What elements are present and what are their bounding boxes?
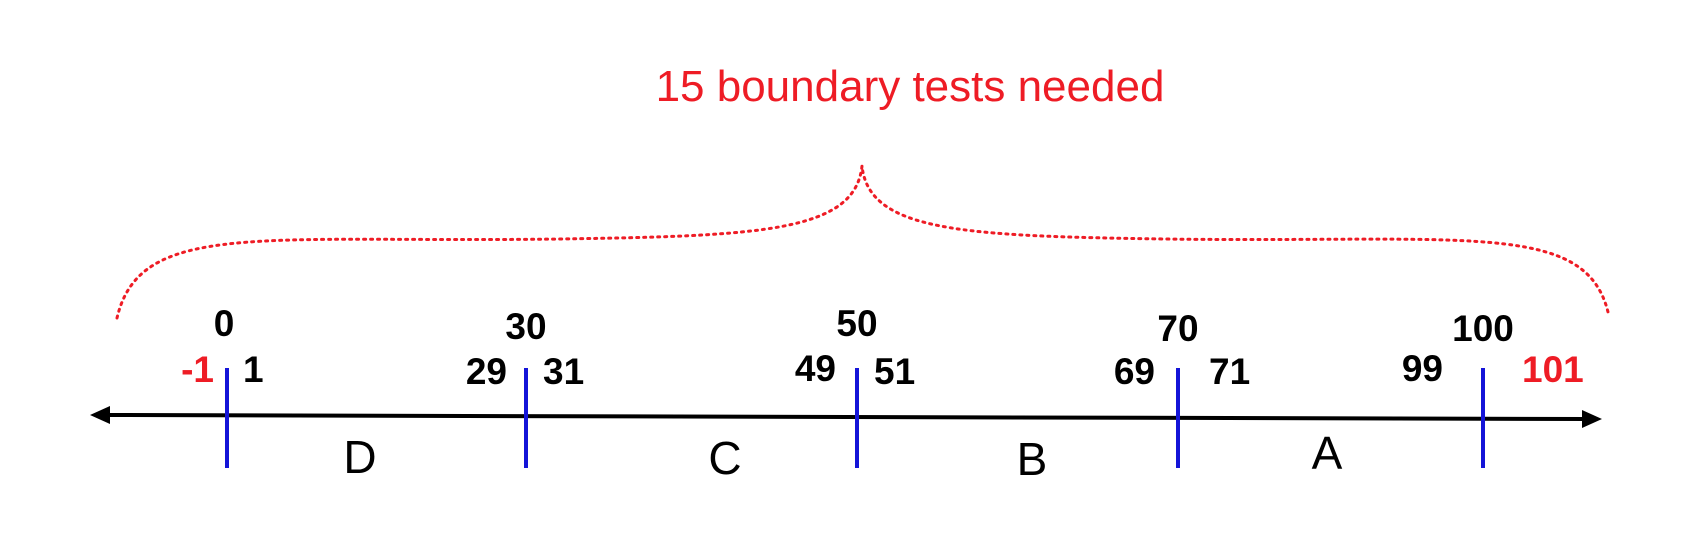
number-line [104,413,1586,421]
partition-label-c: C [708,432,741,484]
value-69: 69 [1114,351,1155,392]
value-29: 29 [466,351,507,392]
value-101: 101 [1522,349,1584,390]
partition-labels: D C B A [343,427,1342,485]
value-71: 71 [1209,351,1250,392]
value-49: 49 [795,348,836,389]
partition-label-d: D [343,431,376,483]
value-99: 99 [1402,348,1443,389]
boundary-value-70: 70 [1157,308,1198,349]
boundary-values: 0 30 50 70 100 [214,303,1514,349]
boundary-value-100: 100 [1452,308,1514,349]
boundary-value-30: 30 [505,306,546,347]
boundary-value-50: 50 [836,303,877,344]
value-minus-1: -1 [181,349,214,390]
partition-label-b: B [1017,433,1048,485]
left-arrowhead [90,406,110,424]
right-arrowhead [1582,410,1602,428]
adjacent-values: -1 1 29 31 49 51 69 71 99 101 [181,348,1584,392]
value-1: 1 [243,349,264,390]
value-31: 31 [543,351,584,392]
curly-bracket [115,165,1610,320]
value-51: 51 [874,351,915,392]
boundary-ticks [225,368,1485,468]
boundary-value-0: 0 [214,303,235,344]
diagram-title: 15 boundary tests needed [656,62,1165,111]
partition-label-a: A [1312,427,1343,479]
